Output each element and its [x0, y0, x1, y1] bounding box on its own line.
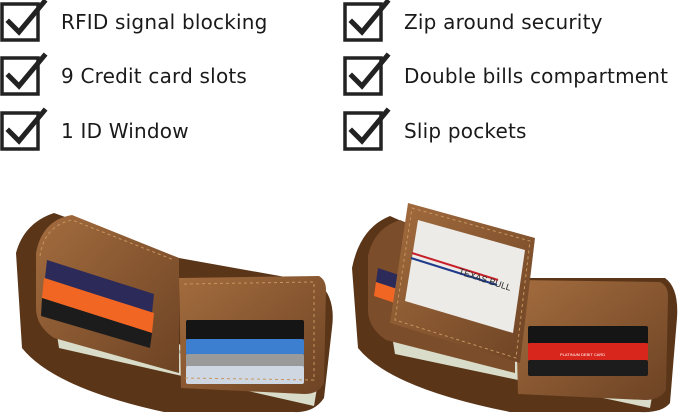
feature-slip-pockets: Slip pockets	[343, 107, 527, 151]
checkbox-check-icon	[0, 107, 48, 151]
feature-label: RFID signal blocking	[61, 10, 268, 34]
feature-label: 1 ID Window	[61, 119, 189, 143]
wallet-photo-id-window: TEXAS BULL PLATINUM DEBIT CARD	[350, 198, 679, 416]
feature-id-window: 1 ID Window	[0, 107, 189, 151]
checkbox-check-icon	[0, 52, 48, 96]
feature-label: Zip around security	[404, 10, 603, 34]
feature-rfid-signal-blocking: RFID signal blocking	[0, 0, 268, 42]
feature-label: 9 Credit card slots	[61, 64, 248, 88]
feature-double-bills-compartment: Double bills compartment	[343, 52, 669, 96]
feature-label: Slip pockets	[404, 119, 527, 143]
debit-card-text: PLATINUM DEBIT CARD	[560, 352, 605, 357]
feature-credit-card-slots: 9 Credit card slots	[0, 52, 248, 96]
checkbox-check-icon	[343, 0, 391, 42]
checkbox-check-icon	[343, 52, 391, 96]
feature-label: Double bills compartment	[404, 64, 669, 88]
feature-zip-around-security: Zip around security	[343, 0, 603, 42]
checkbox-check-icon	[343, 107, 391, 151]
wallet-photo-open-cards	[14, 198, 336, 416]
checkbox-check-icon	[0, 0, 48, 42]
